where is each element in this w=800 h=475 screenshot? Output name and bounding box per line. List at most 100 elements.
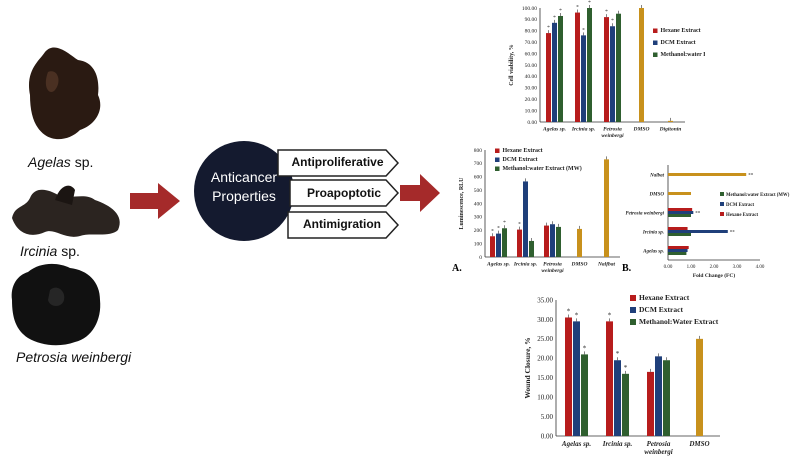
significance-star: * — [491, 228, 494, 234]
anticancer-line2: Properties — [212, 188, 276, 204]
bar — [647, 371, 654, 436]
antiproliferative-label: Antiproliferative — [291, 155, 384, 169]
y-axis-label: Cell viability, % — [509, 44, 515, 86]
x-tick-label: Nalfbat — [597, 262, 616, 268]
legend-swatch — [720, 202, 724, 206]
y-axis-label: Wound Closure, % — [523, 337, 532, 398]
significance-star: * — [503, 220, 506, 226]
x-tick-label: Agelas sp. — [542, 127, 566, 133]
legend-label: Methanol:water Extract (MW) — [661, 51, 706, 58]
x-tick-label: DMSO — [571, 262, 588, 268]
ircinia-label: Ircinia sp. — [20, 243, 80, 259]
significance-star: * — [582, 27, 585, 33]
proapoptotic-banner — [289, 179, 400, 207]
bar — [622, 373, 629, 436]
x-tick-label: 0.00 — [664, 265, 673, 270]
bar — [577, 228, 582, 257]
legend-label: Hexane Extract — [503, 148, 543, 154]
y-tick-label: 0 — [479, 255, 482, 261]
legend-label: Methanol:water Extract (MW) — [503, 165, 582, 172]
significance-star: * — [553, 15, 556, 21]
y-tick-label: 10.00 — [525, 108, 538, 114]
y-tick-label: 10.00 — [537, 393, 553, 401]
bar — [556, 226, 561, 257]
legend-swatch — [720, 192, 724, 196]
legend-swatch — [495, 157, 500, 162]
significance-star: * — [575, 311, 579, 319]
cell-viability-chart: 0.0010.0020.0030.0040.0050.0060.0070.008… — [509, 0, 706, 139]
arrow-to-charts — [400, 174, 440, 212]
bar — [550, 224, 555, 257]
legend-label: Methanol:Water Extract — [639, 317, 719, 326]
x-tick-label: Ircinia sp. — [602, 440, 633, 448]
bar — [668, 208, 693, 211]
y-tick-label: Ircinia sp. — [642, 231, 664, 236]
legend-label: DCM Extract — [661, 40, 696, 46]
anticancer-circle — [194, 141, 294, 241]
significance-star: ** — [730, 231, 736, 236]
x-tick-label: Petrosia — [543, 262, 562, 268]
y-tick-label: 50.00 — [525, 63, 538, 69]
panel-label-a: A. — [452, 263, 462, 274]
significance-star: * — [559, 8, 562, 14]
bar — [616, 13, 621, 123]
antimigration-banner — [287, 211, 400, 239]
bar — [606, 321, 613, 436]
y-tick-label: 25.00 — [537, 335, 553, 343]
significance-star: ** — [748, 174, 754, 179]
x-tick-label: 4.00 — [756, 265, 765, 270]
antimigration-label: Antimigration — [303, 217, 381, 231]
x-tick-label: Agelas sp. — [561, 440, 591, 448]
bar — [517, 229, 522, 257]
bar — [668, 230, 728, 233]
antiproliferative-banner — [277, 149, 400, 177]
y-tick-label: Petrosia weinbergi — [626, 212, 665, 217]
ircinia-sponge-image — [12, 189, 120, 237]
bar — [668, 249, 688, 252]
y-tick-label: 80.00 — [525, 29, 538, 35]
significance-star: * — [624, 364, 628, 372]
legend-swatch — [495, 148, 500, 153]
x-tick-label: Petrosia — [647, 440, 671, 448]
bar — [668, 173, 747, 176]
legend-swatch — [720, 212, 724, 216]
legend-label: DCM Extract — [503, 157, 538, 163]
y-tick-label: 30.00 — [525, 86, 538, 92]
legend-label: Hexane Extract — [639, 293, 690, 302]
legend-swatch — [653, 40, 658, 45]
bar — [546, 33, 551, 122]
bar — [696, 338, 703, 436]
y-tick-label: 500 — [474, 188, 483, 194]
significance-star: * — [497, 226, 500, 232]
bar — [668, 227, 688, 230]
y-tick-label: 90.00 — [525, 17, 538, 23]
legend-swatch — [630, 319, 636, 325]
bar — [604, 17, 609, 122]
agelas-sponge-image — [28, 47, 101, 140]
significance-star: * — [611, 18, 614, 24]
y-tick-label: 0.00 — [541, 432, 554, 440]
arrow-to-properties — [130, 183, 180, 219]
y-axis-label: Luminescence, RLU — [459, 177, 465, 230]
x-tick-label-line2: weinbergi — [601, 133, 624, 139]
y-tick-label: 20.00 — [525, 97, 538, 103]
bar — [668, 211, 694, 214]
y-tick-label: 700 — [474, 161, 483, 167]
significance-star: * — [616, 350, 620, 358]
x-tick-label: Petrosia — [603, 127, 622, 133]
y-tick-label: 40.00 — [525, 74, 538, 80]
legend-swatch — [653, 28, 658, 33]
legend-label: Hexane Extract — [726, 213, 759, 218]
bar — [610, 26, 615, 123]
x-tick-label: DMSO — [688, 440, 709, 448]
significance-star: * — [547, 25, 550, 31]
bar — [552, 22, 557, 122]
x-tick-label: DMSO — [633, 127, 650, 133]
x-tick-label: 1.00 — [687, 265, 696, 270]
y-tick-label: Agelas sp. — [642, 250, 664, 255]
y-tick-label: 60.00 — [525, 51, 538, 57]
proapoptotic-label: Proapoptotic — [307, 186, 381, 200]
bar — [581, 35, 586, 122]
